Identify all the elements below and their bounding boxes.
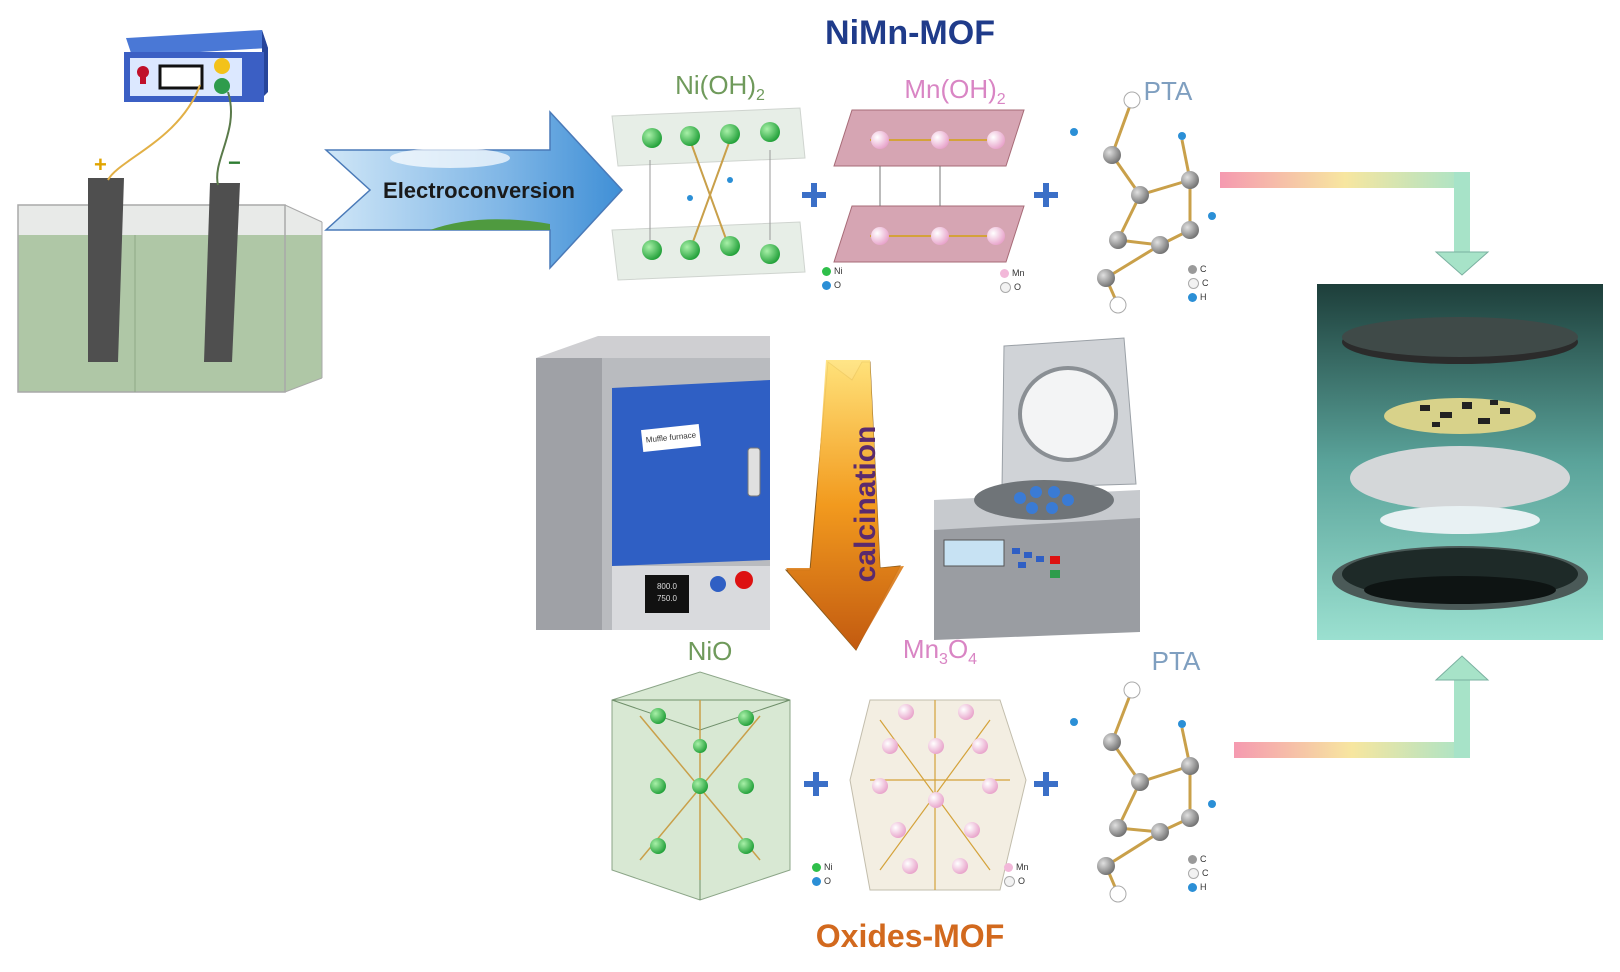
plus-sign-1 [802, 183, 826, 207]
mn3o4-legend: Mn O [1004, 860, 1029, 888]
pta-molecule-bottom [1070, 681, 1216, 903]
nio-label: NiO [687, 636, 733, 666]
pta-top-label: PTA [1143, 76, 1193, 106]
nioh2-label: Ni(OH)2 [675, 70, 765, 105]
mn-legend-dot [1004, 863, 1013, 873]
battery-assembly [1317, 284, 1603, 640]
cathode-electrode [204, 183, 240, 362]
electroconversion-label: Electroconversion [383, 178, 575, 203]
centrifuge [934, 337, 1140, 640]
nimn-mof-title: NiMn-MOF [825, 14, 995, 52]
negative-wire [216, 91, 233, 186]
muffle-furnace [536, 336, 770, 630]
calcination-label: calcination [849, 425, 882, 583]
positive-wire [107, 84, 201, 181]
h-legend-dot [1188, 883, 1197, 893]
nio-legend: Ni O [812, 860, 833, 888]
electroconversion-arrow [324, 110, 624, 270]
mn3o4-crystal [849, 699, 1027, 891]
pta-top-legend: C C H [1188, 262, 1209, 304]
h-legend-dot [1188, 293, 1197, 303]
mnoh2-label: Mn(OH)2 [904, 74, 1006, 109]
ni-legend-dot [812, 863, 821, 873]
top-path-arrow [1220, 172, 1490, 276]
mnoh2-legend: Mn O [1000, 266, 1025, 294]
plus-sign-4 [1034, 772, 1058, 796]
electrochemical-cell [17, 178, 323, 393]
mnoh2-crystal [833, 109, 1025, 263]
pta-bottom-label: PTA [1151, 646, 1201, 676]
c2-legend-dot [1188, 868, 1199, 880]
pta-bottom-legend: C C H [1188, 852, 1209, 894]
oxides-mof-title: Oxides-MOF [815, 918, 1005, 954]
pta-molecule-top [1070, 91, 1216, 314]
o-legend-dot [812, 877, 821, 887]
o-legend-dot [822, 281, 831, 291]
anode-electrode [88, 178, 124, 362]
nioh2-crystal [611, 107, 806, 281]
plus-sign-3 [804, 772, 828, 796]
power-supply [124, 30, 268, 102]
anode-plus-label: + [94, 152, 107, 177]
c-legend-dot [1188, 855, 1197, 865]
calcination-arrow [784, 360, 904, 651]
c-legend-dot [1188, 265, 1197, 275]
bottom-path-arrow [1234, 655, 1490, 758]
mn3o4-label: Mn3O4 [902, 634, 978, 669]
mn-legend-dot [1000, 269, 1009, 279]
o-legend-dot [1000, 282, 1011, 294]
cathode-minus-label: − [228, 150, 241, 175]
o-legend-dot [1004, 876, 1015, 888]
nioh2-legend: Ni O [822, 264, 843, 292]
plus-sign-2 [1034, 183, 1058, 207]
ni-legend-dot [822, 267, 831, 277]
c2-legend-dot [1188, 278, 1199, 290]
nio-crystal [611, 671, 791, 901]
